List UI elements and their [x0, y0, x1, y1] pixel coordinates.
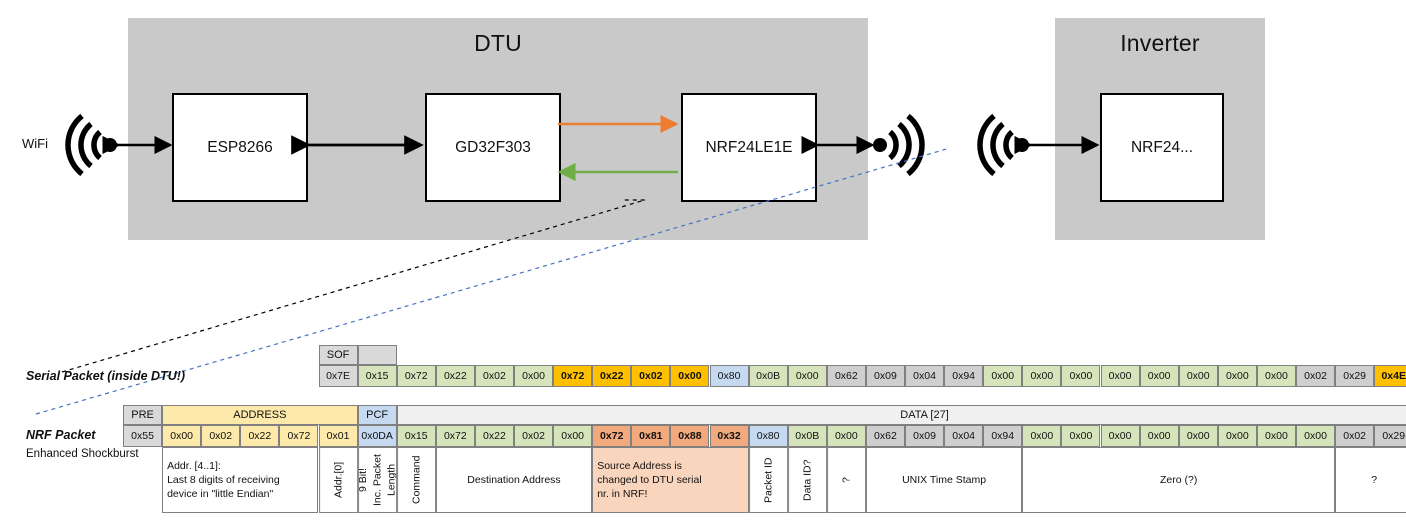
serial-cell-20: 0x00 [1100, 365, 1140, 387]
chip-label: NRF24LE1E [705, 138, 793, 156]
wifi-label: WiFi [22, 136, 48, 151]
nrf-cell-2: 0x02 [201, 425, 241, 447]
serial-cell-24: 0x00 [1256, 365, 1296, 387]
nrf-cell-9: 0x22 [474, 425, 514, 447]
nrf-cell-32: 0x29 [1374, 425, 1406, 447]
nrf-cell-8: 0x72 [435, 425, 475, 447]
nrf-header-data: DATA [27] [396, 405, 1406, 425]
nrf-cell-1: 0x00 [162, 425, 202, 447]
nrf-packet-sublabel: Enhanced Shockburst [26, 448, 139, 460]
inverter-enclosure: Inverter [1055, 18, 1265, 240]
nrf-cell-16: 0x80 [748, 425, 788, 447]
serial-cell-18: 0x00 [1022, 365, 1062, 387]
serial-cell-15: 0x04 [905, 365, 945, 387]
nrf-cell-7: 0x15 [396, 425, 436, 447]
serial-cell-13: 0x62 [826, 365, 866, 387]
serial-cell-26: 0x29 [1335, 365, 1375, 387]
serial-cell-9: 0x00 [670, 365, 710, 387]
desc-packet-id: Packet ID [748, 447, 788, 513]
nrf-packet-label: NRF Packet [26, 428, 96, 442]
nrf-cell-12: 0x72 [592, 425, 632, 447]
nrf-cell-23: 0x00 [1022, 425, 1062, 447]
serial-cell-0: 0x7E [318, 365, 358, 387]
nrf-cell-20: 0x09 [905, 425, 945, 447]
nrf-cell-13: 0x81 [631, 425, 671, 447]
nrf-cell-26: 0x00 [1139, 425, 1179, 447]
nrf-cell-25: 0x00 [1100, 425, 1140, 447]
nrf-header-pre: PRE [123, 405, 163, 425]
nrf-cell-31: 0x02 [1335, 425, 1375, 447]
nrf-cell-22: 0x94 [983, 425, 1023, 447]
desc-destination: Destination Address [435, 447, 593, 513]
nrf-cell-14: 0x88 [670, 425, 710, 447]
desc-data-id: Data ID? [787, 447, 827, 513]
nrf-cell-6: 0x0DA [357, 425, 397, 447]
nrf-cell-0: 0x55 [123, 425, 163, 447]
nrf-cell-15: 0x32 [709, 425, 749, 447]
nrf-cell-17: 0x0B [787, 425, 827, 447]
serial-cell-23: 0x00 [1217, 365, 1257, 387]
serial-cell-25: 0x02 [1296, 365, 1336, 387]
chip-nrf24: NRF24... [1100, 93, 1224, 202]
desc-addr0: Addr.[0] [318, 447, 358, 513]
serial-cell-12: 0x00 [787, 365, 827, 387]
serial-packet-label: Serial Packet (inside DTU!) [26, 369, 186, 383]
serial-header-sof: SOF [318, 345, 358, 365]
nrf-cell-19: 0x62 [865, 425, 905, 447]
serial-cell-2: 0x72 [396, 365, 436, 387]
chip-label: NRF24... [1130, 138, 1193, 156]
serial-cell-21: 0x00 [1139, 365, 1179, 387]
nrf-cell-28: 0x00 [1217, 425, 1257, 447]
serial-cell-19: 0x00 [1061, 365, 1101, 387]
desc-tilde: ? [826, 447, 866, 513]
serial-cell-5: 0x00 [514, 365, 554, 387]
desc-timestamp: UNIX Time Stamp [865, 447, 1023, 513]
nrf-cell-11: 0x00 [553, 425, 593, 447]
serial-cell-16: 0x94 [944, 365, 984, 387]
serial-cell-7: 0x22 [592, 365, 632, 387]
chip-label: GD32F303 [455, 138, 531, 156]
desc-zero: Zero (?) [1022, 447, 1336, 513]
nrf-cell-21: 0x04 [944, 425, 984, 447]
nrf-cell-3: 0x22 [240, 425, 280, 447]
rf-antenna-dtu-icon [873, 113, 925, 177]
serial-cell-17: 0x00 [983, 365, 1023, 387]
serial-cell-10: 0x80 [709, 365, 749, 387]
serial-cell-8: 0x02 [631, 365, 671, 387]
nrf-cell-4: 0x72 [279, 425, 319, 447]
nrf-header-pcf: PCF [357, 405, 397, 425]
wifi-antenna-icon [65, 113, 117, 177]
nrf-cell-30: 0x00 [1296, 425, 1336, 447]
rf-antenna-inverter-icon [977, 113, 1029, 177]
nrf-cell-18: 0x00 [826, 425, 866, 447]
nrf-cell-24: 0x00 [1061, 425, 1101, 447]
desc-command: Command [396, 447, 436, 513]
serial-cell-22: 0x00 [1178, 365, 1218, 387]
chip-gd32f303: GD32F303 [425, 93, 561, 202]
dtu-title: DTU [474, 30, 522, 56]
desc-unknown: ? [1335, 447, 1406, 513]
serial-cell-11: 0x0B [748, 365, 788, 387]
nrf-cell-5: 0x01 [318, 425, 358, 447]
nrf-cell-29: 0x00 [1256, 425, 1296, 447]
nrf-cell-27: 0x00 [1178, 425, 1218, 447]
chip-nrf24le1e: NRF24LE1E [681, 93, 817, 202]
serial-header-sof-pad [357, 345, 397, 365]
serial-cell-4: 0x02 [474, 365, 514, 387]
serial-cell-6: 0x72 [553, 365, 593, 387]
serial-cell-1: 0x15 [357, 365, 397, 387]
serial-cell-14: 0x09 [865, 365, 905, 387]
nrf-header-address: ADDRESS [162, 405, 358, 425]
serial-cell-27: 0x4E [1374, 365, 1406, 387]
serial-cell-3: 0x22 [435, 365, 475, 387]
nrf-cell-10: 0x02 [514, 425, 554, 447]
inverter-title: Inverter [1120, 30, 1200, 56]
chip-esp8266: ESP8266 [172, 93, 308, 202]
chip-label: ESP8266 [207, 138, 273, 156]
